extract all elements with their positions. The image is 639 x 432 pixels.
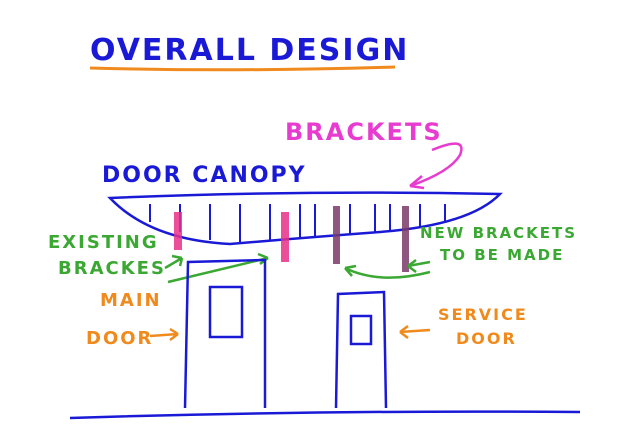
existing-bracket-right [281, 212, 289, 262]
service-label-line1: SERVICE [438, 305, 528, 324]
new-arrow-left [344, 264, 431, 279]
new-bracket-right [402, 206, 409, 272]
ground-line [69, 410, 581, 420]
existing-bracket-left [174, 212, 182, 250]
brackets-arrow [409, 142, 463, 188]
service-door [334, 290, 388, 409]
door-canopy-label: DOOR CANOPY [102, 163, 307, 188]
main-door-arrow [149, 327, 179, 341]
main-door [183, 258, 267, 409]
main-door-window [208, 285, 244, 339]
service-label-line2: DOOR [456, 329, 517, 348]
canopy-ribs [149, 204, 446, 242]
new-label-line2: TO BE MADE [440, 246, 564, 264]
main-label-line2: DOOR [86, 328, 153, 349]
service-door-window [349, 314, 373, 346]
brackets-label: BRACKETS [285, 118, 443, 146]
new-arrow-right [407, 259, 431, 273]
door-canopy [107, 191, 503, 246]
existing-label-line1: EXISTING [48, 232, 159, 253]
new-label-line1: NEW BRACKETS [420, 224, 577, 242]
title-text: OVERALL DESIGN [90, 33, 409, 68]
existing-arrow-left [164, 254, 184, 270]
title-underline [89, 65, 396, 72]
existing-arrow-right [167, 252, 269, 284]
new-bracket-left [333, 206, 340, 264]
existing-label-line2: BRACKES [58, 258, 166, 279]
main-label-line1: MAIN [100, 290, 162, 311]
service-door-arrow [399, 325, 431, 339]
brackets-arrowhead [409, 175, 425, 190]
